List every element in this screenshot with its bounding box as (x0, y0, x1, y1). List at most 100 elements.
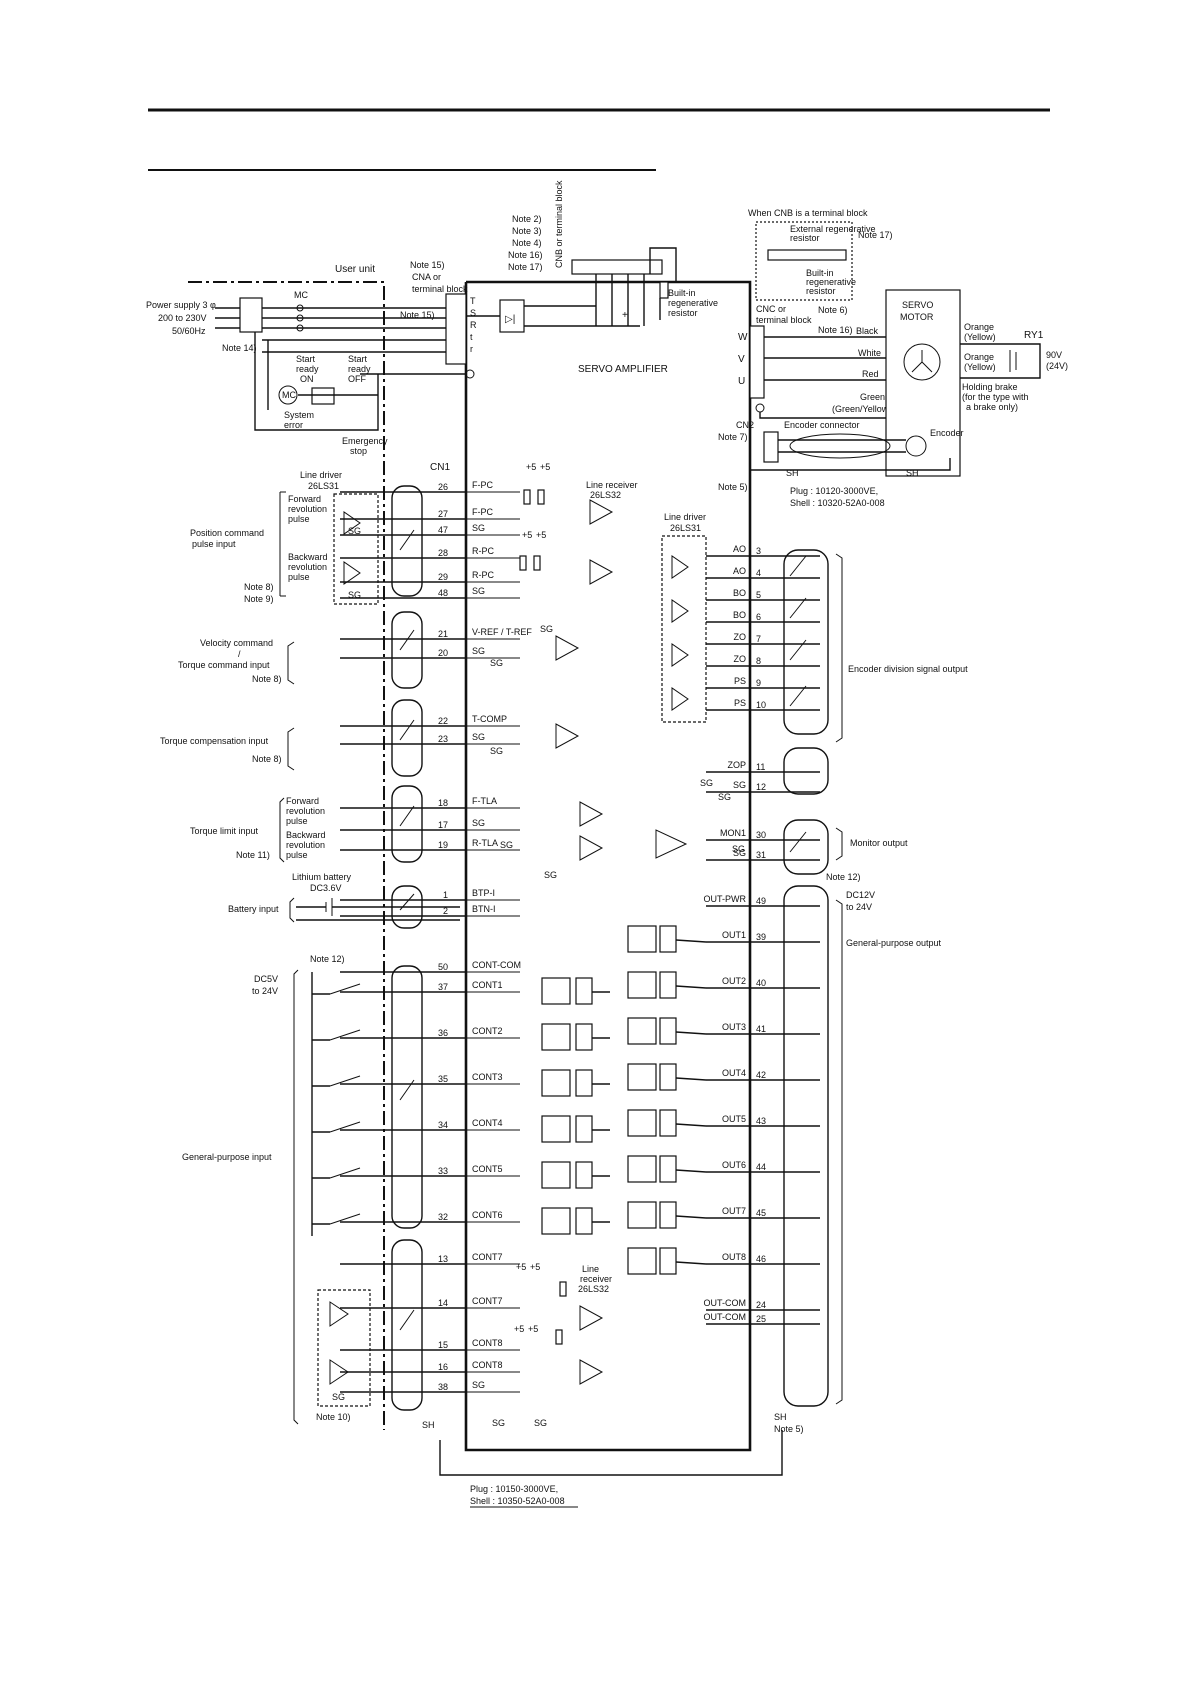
cn1-right-signal-label: OUT-COM (704, 1298, 747, 1308)
sg-label: SG (540, 624, 553, 634)
note5-bottom: Note 5) (774, 1424, 804, 1434)
builtin-r-3: resistor (806, 286, 836, 296)
cn1-signal-label: BTP-I (472, 888, 495, 898)
rectifier-box (499, 299, 525, 333)
user-unit-border (188, 281, 385, 1430)
input-optocoupler-icon (541, 1069, 571, 1097)
output-transistor-icon (659, 925, 677, 953)
cn1-right-pin-number: 5 (756, 590, 761, 600)
bwd-3: pulse (288, 572, 310, 582)
cn1-signal-label: CONT8 (472, 1360, 503, 1370)
vel-3: Torque command input (178, 660, 270, 670)
tl-bwd-1: Backward (286, 830, 326, 840)
shield-loop (439, 1430, 783, 1476)
cn1-pin-number: 28 (438, 548, 448, 558)
cn1-right-signal-label: OUT1 (722, 930, 746, 940)
gp-input-label: General-purpose input (182, 1152, 272, 1162)
start-off-label: Start (348, 354, 368, 364)
sg-label: SG (544, 870, 557, 880)
cn1-right-signal-label: BO (733, 610, 746, 620)
line-driver-frame (333, 493, 379, 605)
line-receiver-label: Line receiver (586, 480, 638, 490)
enc-driver-z-icon (671, 643, 689, 667)
monitor-buffer-icon (655, 829, 688, 859)
orange1-y: (Yellow) (964, 332, 996, 342)
cn1-pin-number: 13 (438, 1254, 448, 1264)
cn1-signal-label: CONT7 (472, 1296, 503, 1306)
cn1-right-signal-label: ZO (734, 632, 747, 642)
sh-bottom-left: SH (422, 1420, 435, 1430)
cna-label: CNA or (412, 272, 441, 282)
output-transistor-icon (659, 1017, 677, 1045)
terminal-s: S (470, 308, 476, 318)
cn1-pin-number: 29 (438, 572, 448, 582)
mc-contact-icon (296, 304, 304, 312)
cn1-signal-label: CONT-COM (472, 960, 521, 970)
tl-bwd-3: pulse (286, 850, 308, 860)
fwd-3: pulse (288, 514, 310, 524)
cn1-signal-label: T-COMP (472, 714, 507, 724)
servo-amplifier-border (464, 280, 752, 1452)
sg-label: SG (492, 1418, 505, 1428)
breaker-box (239, 297, 263, 333)
output-optocoupler-icon (627, 1155, 657, 1183)
output-transistor-icon (659, 1247, 677, 1275)
mc-coil-icon (278, 385, 298, 405)
note12-right: Note 12) (826, 872, 861, 882)
brake-2: (for the type with (962, 392, 1029, 402)
torque-limit-label: Torque limit input (190, 826, 259, 836)
line-receiver-icon (579, 1359, 604, 1385)
left-labels: CN1 Line driver 26LS31 Forward revolutio… (160, 462, 578, 1508)
cn1-pin-number: 16 (438, 1362, 448, 1372)
input-transistor-icon (575, 1023, 593, 1051)
torque-limit-note: Note 11) (236, 850, 270, 860)
pos-cmd-2: pulse input (192, 539, 236, 549)
cn1-pin-number: 18 (438, 798, 448, 808)
plus5-label: +5 (536, 530, 546, 540)
note12-left: Note 12) (310, 954, 345, 964)
cn1-pin-number: 15 (438, 1340, 448, 1350)
cn1-right-signal-label: AO (733, 544, 746, 554)
ext-res-2: resistor (790, 233, 820, 243)
builtin-res-2: regenerative (668, 298, 718, 308)
cn1-pin-number: 50 (438, 962, 448, 972)
sg-label: SG (534, 1418, 547, 1428)
green-label: Green (860, 392, 885, 402)
cn1-right-signal-label: OUT4 (722, 1068, 746, 1078)
torque-comp-note: Note 8) (252, 754, 282, 764)
line-driver-2-icon (343, 561, 361, 585)
bwd-1: Backward (288, 552, 328, 562)
input-transistor-icon (575, 977, 593, 1005)
brake-3: a brake only) (966, 402, 1018, 412)
cnb-block-label: When CNB is a terminal block (748, 208, 868, 218)
term-v: V (738, 354, 745, 365)
line-driver-r-1: Line driver (664, 512, 706, 522)
v24: (24V) (1046, 361, 1068, 371)
switch-icon (329, 1029, 361, 1041)
encoder-label: Encoder (930, 428, 964, 438)
cn1-right-pin-number: 45 (756, 1208, 766, 1218)
line-receiver-icon (555, 723, 580, 749)
cn1-pin-number: 47 (438, 525, 448, 535)
cn1-right-pin-number: 46 (756, 1254, 766, 1264)
cn1-signal-label: CONT6 (472, 1210, 503, 1220)
start-on-label: Start (296, 354, 316, 364)
cn1-right-pin-number: 40 (756, 978, 766, 988)
switch-icon (329, 1121, 361, 1133)
enc-driver-ps-icon (671, 687, 689, 711)
cn1-right-signal-label: OUT6 (722, 1160, 746, 1170)
cn1-right-signal-label: AO (733, 566, 746, 576)
cn1-signal-label: CONT2 (472, 1026, 503, 1036)
cn1-pin-number: 38 (438, 1382, 448, 1392)
cnb-block-frame (755, 221, 853, 301)
cn1-pin-number: 33 (438, 1166, 448, 1176)
motor-section: When CNB is a terminal block External re… (718, 208, 1068, 508)
cn1-pin-number: 35 (438, 1074, 448, 1084)
note4: Note 4) (512, 238, 542, 248)
cn1-right-pin-number: 3 (756, 546, 761, 556)
wire-white: White (858, 348, 881, 358)
cn1-signal-label: CONT1 (472, 980, 503, 990)
sh-right-bottom: SH (774, 1412, 787, 1422)
cn1-right-signal-label: OUT3 (722, 1022, 746, 1032)
